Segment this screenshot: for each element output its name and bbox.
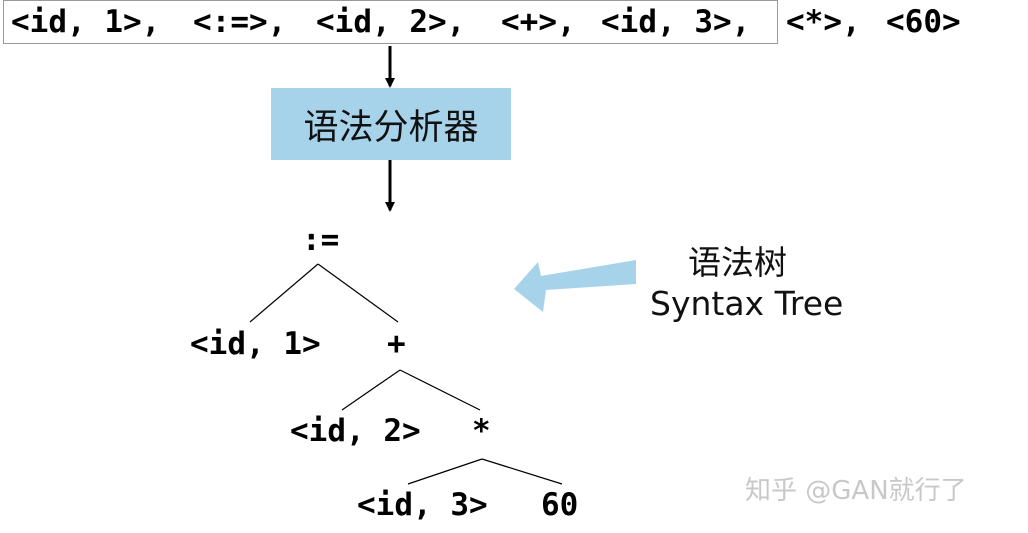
tree-node-id3: <id, 3> — [357, 487, 488, 523]
tree-node-id2: <id, 2> — [290, 413, 421, 449]
token: <*>, — [786, 4, 861, 40]
parser-label: 语法分析器 — [303, 107, 479, 148]
edge-root-left — [249, 263, 319, 323]
parser-box: 语法分析器 — [271, 88, 511, 160]
tree-node-star: * — [472, 413, 491, 449]
token: <id, 1>, — [11, 4, 161, 40]
tree-node-plus: + — [387, 326, 406, 362]
tree-node-id1: <id, 1> — [190, 326, 321, 362]
token: <id, 2>, — [316, 4, 466, 40]
syntax-tree-label-en: Syntax Tree — [650, 284, 844, 323]
token: <60> — [886, 4, 961, 40]
token-box — [3, 0, 778, 44]
edge-plus-left — [341, 369, 401, 411]
syntax-tree-label-cn: 语法树 — [688, 243, 787, 282]
token: <+>, — [501, 4, 576, 40]
edge-star-right — [481, 458, 563, 485]
syntax-tree-pointer-arrow — [514, 260, 636, 312]
token: <:=>, — [193, 4, 287, 40]
edge-plus-right — [399, 369, 481, 411]
watermark: 知乎 @GAN就行了 — [745, 476, 967, 506]
token: <id, 3>, — [601, 4, 751, 40]
tree-node-60: 60 — [541, 487, 579, 523]
tree-node-root: := — [302, 222, 340, 258]
edge-root-right — [317, 263, 399, 323]
edge-star-left — [407, 458, 483, 485]
